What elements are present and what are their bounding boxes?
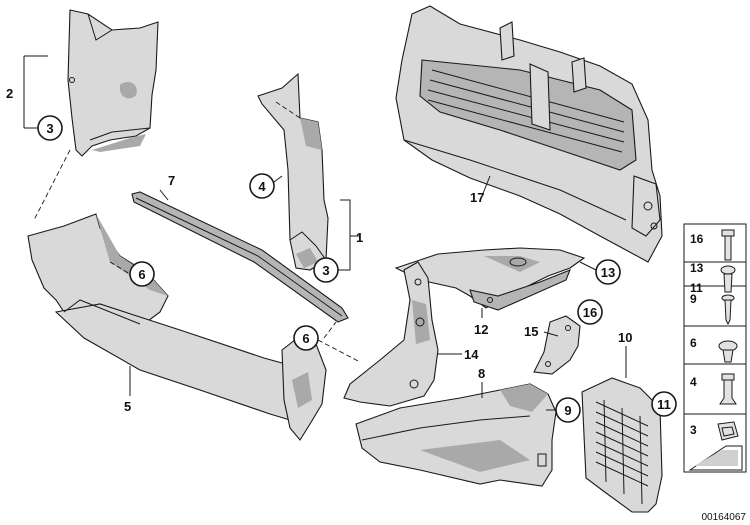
callout-17: 17 bbox=[470, 190, 484, 205]
expanding-rivet-icon bbox=[720, 265, 736, 293]
callout-2: 2 bbox=[6, 86, 13, 101]
callout-13: 13 bbox=[601, 265, 615, 280]
legend-label-4: 4 bbox=[690, 375, 697, 389]
callout-10: 10 bbox=[618, 330, 632, 345]
leader-lines bbox=[23, 55, 665, 411]
screw-icon bbox=[721, 294, 735, 326]
callout-circles: 3 3 4 6 6 9 11 13 16 bbox=[37, 115, 677, 423]
callout-7: 7 bbox=[168, 173, 175, 188]
part-2-air-duct-upper[interactable] bbox=[67, 9, 159, 157]
clip-nut-icon bbox=[717, 421, 739, 441]
part-8-air-duct-bottom[interactable] bbox=[355, 383, 557, 487]
callout-6-left: 6 bbox=[138, 267, 145, 282]
callout-8: 8 bbox=[478, 366, 485, 381]
part-13-bracket-upper[interactable] bbox=[394, 247, 586, 311]
callout-1: 1 bbox=[356, 230, 363, 245]
part-7-sealing-strip[interactable] bbox=[131, 191, 349, 323]
part-14-bracket-left[interactable] bbox=[343, 261, 439, 407]
bolt-icon bbox=[721, 229, 735, 261]
diagram-number: 00164067 bbox=[702, 512, 747, 523]
part-17-grille-carrier[interactable] bbox=[395, 5, 663, 263]
part-15-holder[interactable] bbox=[533, 315, 581, 375]
push-clip-icon bbox=[718, 340, 738, 363]
legend-label-13: 13 bbox=[690, 261, 704, 275]
part-10-grille-insert[interactable] bbox=[581, 377, 663, 513]
callout-16: 16 bbox=[583, 305, 597, 320]
callout-12: 12 bbox=[474, 322, 488, 337]
part-5-air-duct-lower[interactable] bbox=[27, 213, 327, 441]
callout-15: 15 bbox=[524, 324, 538, 339]
callout-14: 14 bbox=[464, 347, 479, 362]
legend-label-9: 9 bbox=[690, 292, 697, 306]
callout-9: 9 bbox=[564, 403, 571, 418]
legend-label-6: 6 bbox=[690, 336, 697, 350]
callout-11: 11 bbox=[657, 397, 671, 412]
legend-label-11: 11 bbox=[690, 281, 703, 295]
hardware-legend: 16 13 11 9 6 4 3 bbox=[683, 223, 747, 473]
legend-label-3: 3 bbox=[690, 423, 697, 437]
legend-label-16: 16 bbox=[690, 232, 704, 246]
callout-5: 5 bbox=[124, 399, 131, 414]
callout-3-upper: 3 bbox=[46, 121, 53, 136]
part-1-air-duct-middle[interactable] bbox=[257, 72, 329, 271]
arrow-icon bbox=[688, 445, 743, 471]
plastic-rivet-icon bbox=[719, 373, 737, 405]
callout-6-right: 6 bbox=[302, 331, 309, 346]
callout-labels: 1 2 5 7 8 10 12 14 15 17 bbox=[6, 86, 632, 414]
callout-4: 4 bbox=[258, 179, 266, 194]
callout-3-lower: 3 bbox=[322, 263, 329, 278]
